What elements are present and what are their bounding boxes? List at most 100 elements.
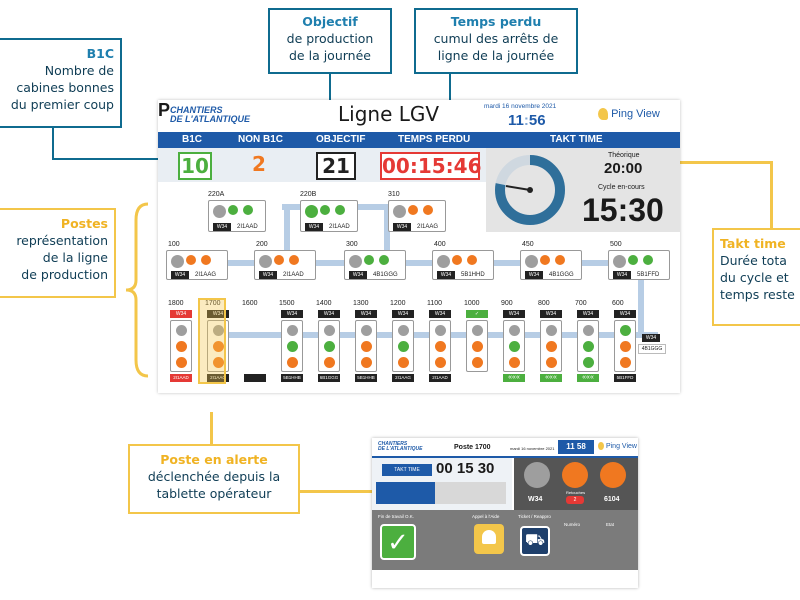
side-station-code: 4B1GGG xyxy=(638,344,666,354)
status-dot-o xyxy=(398,357,409,368)
status-dot-g xyxy=(613,255,626,268)
bell-icon xyxy=(482,530,496,544)
station-column xyxy=(170,320,192,372)
status-dot-g xyxy=(472,325,483,336)
company-logo: CHANTIERS DE L'ATLANTIQUE xyxy=(170,106,250,124)
status-dot-g xyxy=(546,325,557,336)
callout-postes: Postes représentation de la ligne de pro… xyxy=(0,208,116,298)
status-dot-o xyxy=(452,255,462,265)
status-dot-o xyxy=(176,341,187,352)
status-dot-gr xyxy=(287,341,298,352)
tablet-tag: W34 xyxy=(528,496,543,503)
tablet-logo-line: DE L'ATLANTIQUE xyxy=(378,446,423,452)
station-column xyxy=(429,320,451,372)
status-dot-o xyxy=(274,255,284,265)
status-dot-o xyxy=(509,357,520,368)
company-logo-line: CHANTIERS xyxy=(170,105,223,115)
status-dot-g xyxy=(361,325,372,336)
status-dot-o xyxy=(213,341,224,352)
callout-b1c: B1C Nombre de cabines bonnes du premier … xyxy=(0,38,122,128)
callout-takt-arrow xyxy=(770,161,773,229)
takt-gauge xyxy=(495,155,565,225)
callout-alerte-line: tablette opérateur xyxy=(156,485,272,501)
station-tag: W34 xyxy=(429,310,451,318)
pingview-logo: Ping View xyxy=(598,108,660,121)
status-dot-o xyxy=(555,255,565,265)
station-column xyxy=(392,320,414,372)
reappro-button[interactable]: ⛟ xyxy=(520,526,550,556)
status-dot-g xyxy=(176,325,187,336)
callout-b1c-arrow xyxy=(52,158,162,160)
callout-objectif-line: de production xyxy=(286,30,374,46)
line-pipe xyxy=(638,266,644,336)
status-dot-g xyxy=(213,325,224,336)
station-code: 2I1AAD xyxy=(329,224,350,230)
page-title: Ligne LGV xyxy=(338,102,440,126)
tablet-number: 6104 xyxy=(604,496,620,503)
callout-takt-arrow xyxy=(680,161,772,164)
status-dot-gr xyxy=(643,255,653,265)
station-tag: W34 xyxy=(437,271,455,279)
tablet-time: 11 58 xyxy=(558,440,594,454)
status-dot-o xyxy=(289,255,299,265)
station-number: 500 xyxy=(610,241,622,248)
tablet-logo: CHANTIERS DE L'ATLANTIQUE xyxy=(378,442,422,452)
station-tag: W34 xyxy=(525,271,543,279)
status-dot-o xyxy=(546,357,557,368)
station-tag: W34 xyxy=(213,223,231,231)
station-number: 1200 xyxy=(390,300,406,307)
status-dot-gr xyxy=(628,255,638,265)
station-column xyxy=(577,320,599,372)
station-code: 6B1GGG xyxy=(318,374,340,382)
callout-objectif-line: de la journée xyxy=(289,47,371,63)
status-dot-o xyxy=(435,357,446,368)
temps-perdu-value: 00:15:46 xyxy=(380,152,482,180)
callout-postes-brace xyxy=(125,202,149,378)
callout-postes-line: de la ligne xyxy=(42,249,108,265)
side-station-tag: W34 xyxy=(642,334,660,342)
pingview-brand: Ping View xyxy=(611,108,660,120)
status-dot-gr xyxy=(364,255,374,265)
status-dot-g xyxy=(393,205,406,218)
cart-icon: ⛟ xyxy=(524,532,546,549)
appel-aide-button[interactable] xyxy=(474,524,504,554)
station-code: 2I1AAD xyxy=(429,374,451,382)
station-code: 5B1HHB xyxy=(281,374,303,382)
station-number: 450 xyxy=(522,241,534,248)
station-column xyxy=(503,320,525,372)
header-temps-perdu: TEMPS PERDU xyxy=(398,134,471,145)
status-dot-g xyxy=(287,325,298,336)
callout-objectif: Objectif de production de la journée xyxy=(268,8,392,74)
station-column xyxy=(281,320,303,372)
fin-travail-button[interactable]: ✓ xyxy=(380,524,416,560)
tablet-takt-value: 00 15 30 xyxy=(436,460,495,477)
callout-temps-perdu-line: ligne de la journée xyxy=(437,47,555,63)
parking-label: P xyxy=(158,100,171,120)
station-number: 300 xyxy=(346,241,358,248)
pingview-mark-icon xyxy=(598,108,608,121)
tablet-progress-track xyxy=(376,482,506,504)
status-dot-o xyxy=(287,357,298,368)
status-dot-gr xyxy=(305,205,318,218)
station-number: 100 xyxy=(168,241,180,248)
status-dot-gr xyxy=(583,341,594,352)
station-tag: W34 xyxy=(171,271,189,279)
station-tag: W34 xyxy=(170,310,192,318)
status-dot-g xyxy=(213,205,226,218)
status-dot-gr xyxy=(583,357,594,368)
line-pipe xyxy=(384,204,390,260)
status-dot-o xyxy=(201,255,211,265)
current-time-hour: 11 xyxy=(508,112,524,129)
status-dot-gr xyxy=(335,205,345,215)
callout-temps-perdu-arrow xyxy=(449,74,451,116)
station-code: ««« xyxy=(577,374,599,382)
status-dot-gr xyxy=(324,341,335,352)
callout-alerte-arrow xyxy=(210,412,213,445)
takt-cycle-value: 15:30 xyxy=(582,192,664,228)
station-code: 5B1FFD xyxy=(614,374,636,382)
station-tag: W34 xyxy=(349,271,367,279)
status-dot-o xyxy=(467,255,477,265)
station-number: 1700 xyxy=(205,300,221,307)
